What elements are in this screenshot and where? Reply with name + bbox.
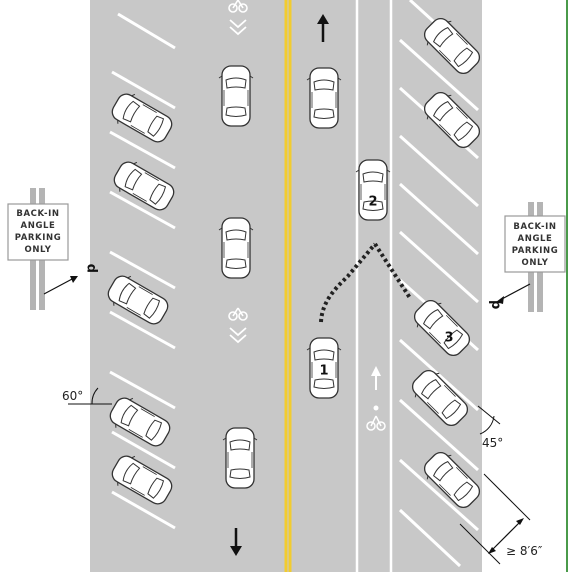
right-sign-marker: p [488, 300, 503, 309]
right-sign-line-4: ONLY [522, 258, 549, 268]
right-sign-pointer [499, 283, 531, 301]
vehicle-path-reverse [373, 242, 412, 300]
right-angle-label: 45° [482, 436, 503, 450]
center-line [284, 0, 292, 572]
left-sign-marker: p [84, 264, 99, 273]
bicycle-icon [366, 366, 386, 431]
right-sign-line-1: BACK-IN [513, 222, 556, 232]
left-sign: BACK-IN ANGLE PARKING ONLY p [7, 188, 99, 310]
left-angle-label: 60° [62, 389, 83, 403]
left-angle-annotation: 60° [62, 387, 112, 405]
right-sign: BACK-IN ANGLE PARKING ONLY p [488, 202, 566, 312]
right-sign-line-2: ANGLE [518, 234, 553, 244]
step-3-label: 3 [444, 331, 453, 346]
left-sign-line-4: ONLY [25, 245, 52, 255]
arrow-up-icon [317, 14, 329, 42]
left-parking-stripes [109, 12, 176, 530]
left-sign-line-1: BACK-IN [16, 209, 59, 219]
stall-width-dimension: ≥ 8′6″ [459, 473, 543, 565]
arrow-down-icon [230, 528, 242, 556]
maneuver-car-2: 2 [355, 159, 391, 221]
right-sign-line-3: PARKING [512, 246, 559, 256]
left-sign-line-2: ANGLE [21, 221, 56, 231]
maneuver-car-1: 1 [306, 337, 342, 399]
maneuver-car-3: 3 [408, 294, 476, 362]
step-1-label: 1 [319, 364, 328, 379]
step-2-label: 2 [368, 195, 377, 210]
left-sign-pointer [43, 277, 75, 295]
right-angle-annotation: 45° [477, 405, 503, 450]
left-sign-line-3: PARKING [15, 233, 62, 243]
stall-width-label: ≥ 8′6″ [506, 544, 543, 558]
northbound-car [306, 67, 342, 129]
vehicle-path-forward [319, 242, 377, 323]
